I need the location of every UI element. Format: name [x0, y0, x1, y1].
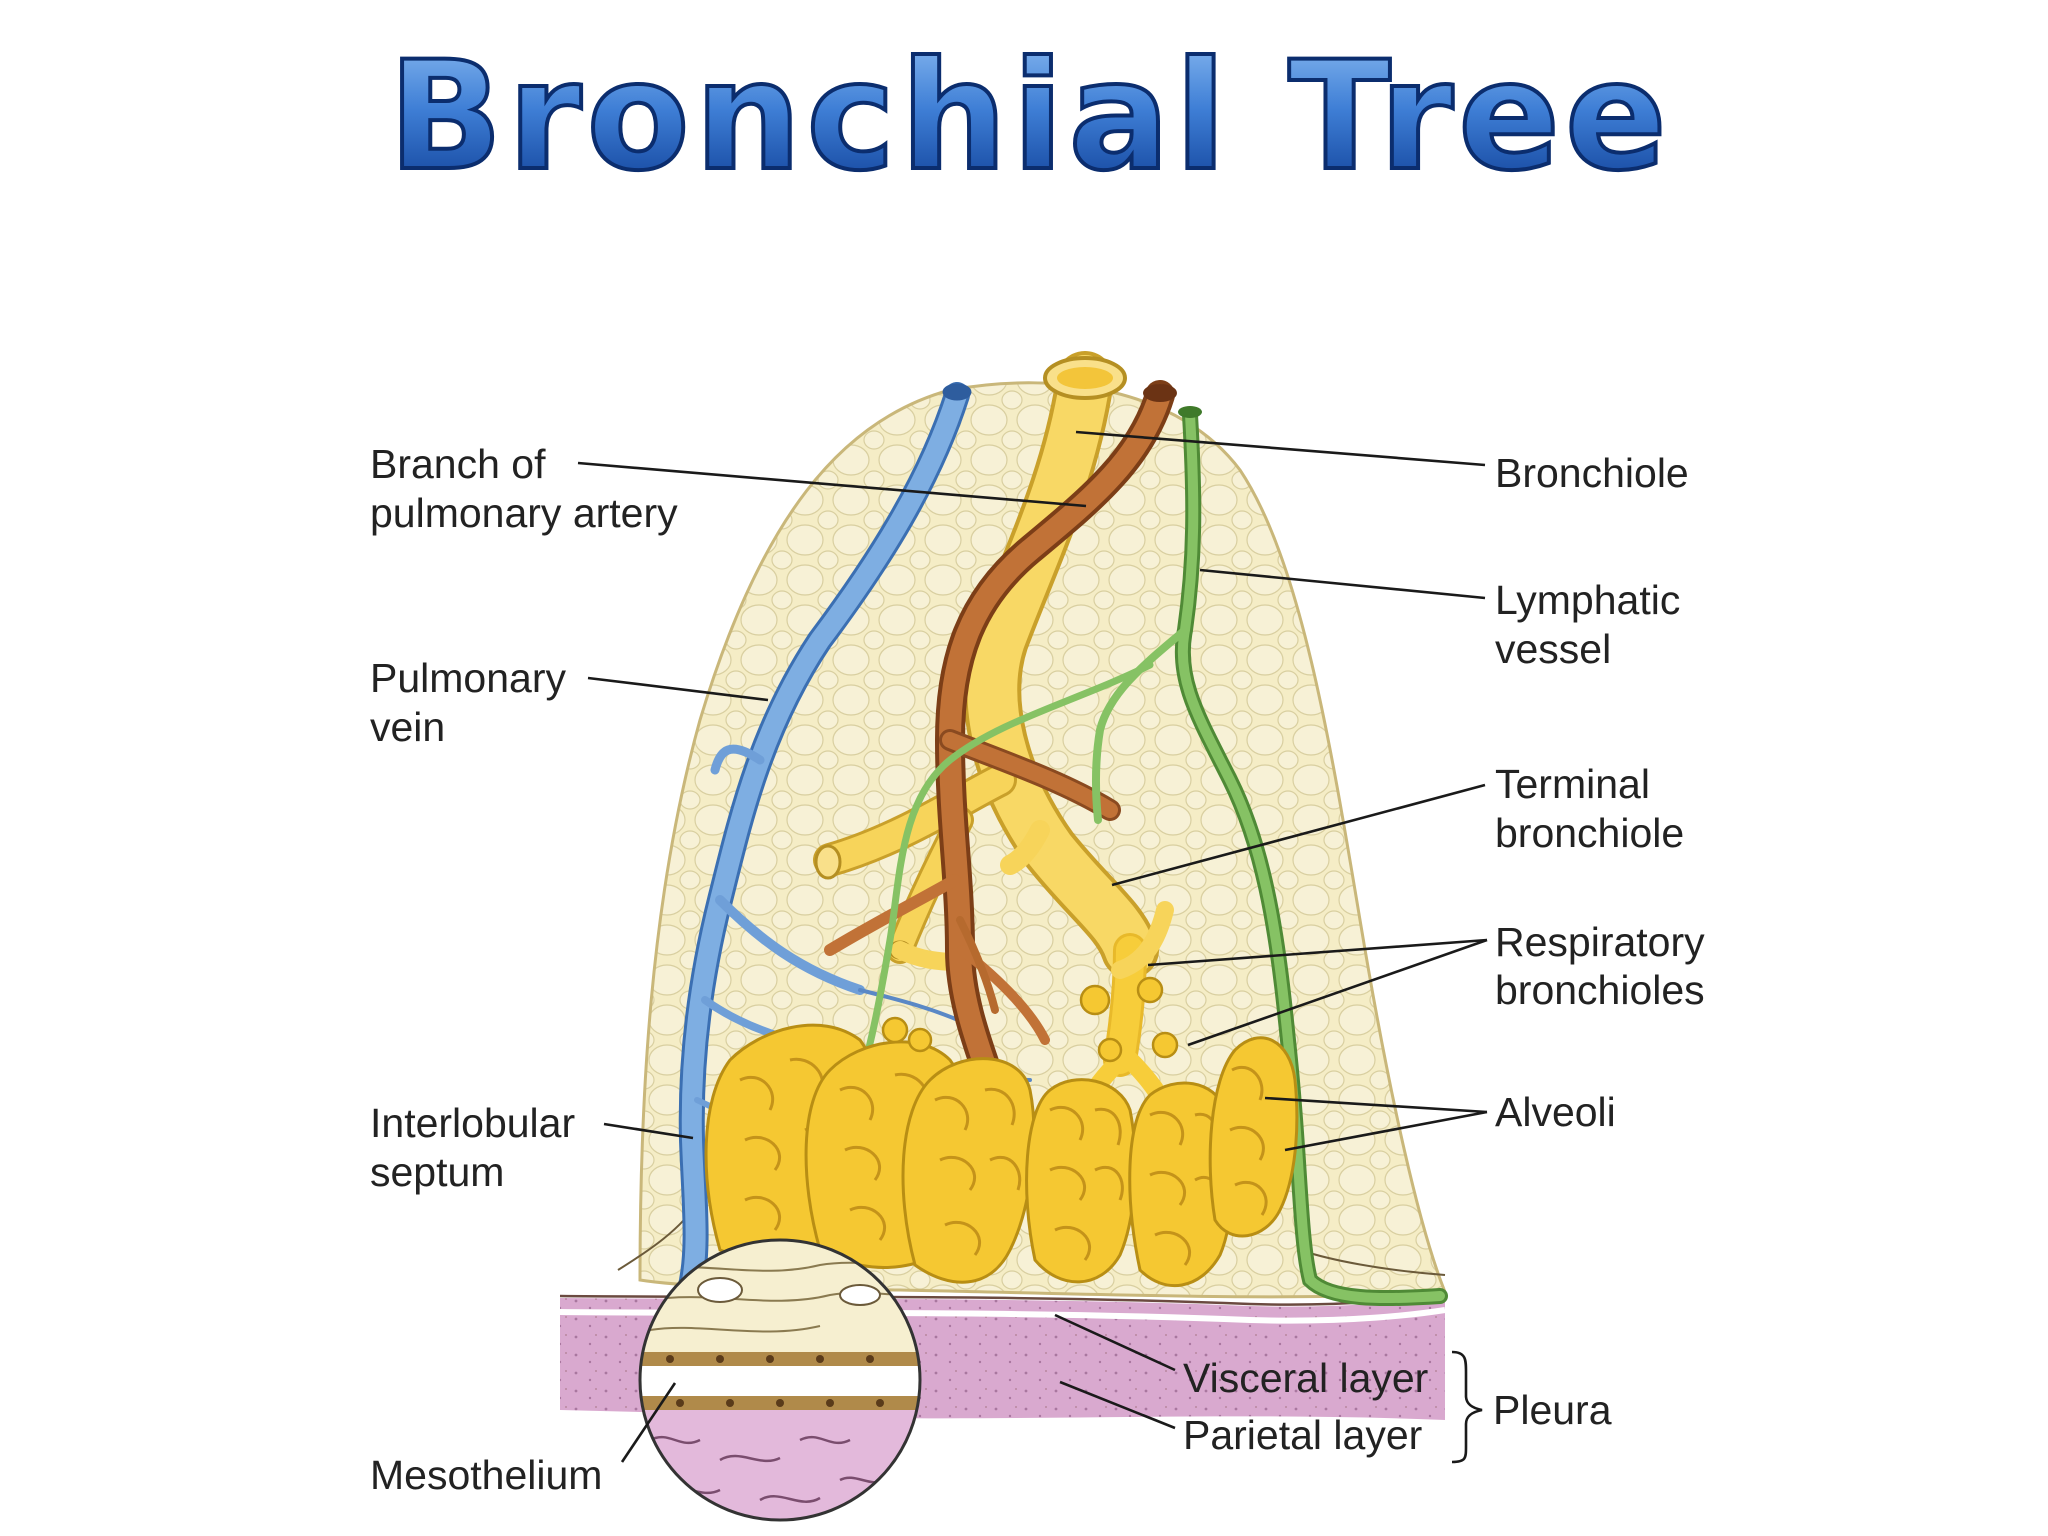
label-bronchiole: Bronchiole: [1495, 450, 1689, 496]
alveolar-sac-6: [1208, 1036, 1299, 1238]
label-interlobular-septum-line1: Interlobular: [370, 1100, 575, 1146]
leader-mesothelium: [620, 1382, 677, 1463]
leader-bronchiole: [1075, 430, 1486, 467]
alveolar-sacs: [704, 976, 1299, 1287]
leader-pulmonary-vein: [587, 676, 769, 702]
labels-right: Bronchiole Lymphatic vessel Terminal bro…: [1183, 450, 1705, 1458]
label-branch-pulmonary-artery-line1: Branch of: [370, 441, 546, 487]
label-pleura: Pleura: [1493, 1387, 1612, 1433]
label-mesothelium: Mesothelium: [370, 1452, 602, 1498]
respiratory-bronchiole-buds: [881, 976, 1179, 1063]
label-terminal-bronchiole-line2: bronchiole: [1495, 810, 1684, 856]
leader-parietal-layer: [1059, 1380, 1176, 1430]
alveolar-sac-4: [1025, 1078, 1137, 1284]
label-pulmonary-vein-line2: vein: [370, 704, 445, 750]
slide-title: Bronchial Tree: [386, 28, 1671, 206]
label-lymphatic-vessel-line2: vessel: [1495, 626, 1611, 672]
leader-alveoli-a: [1264, 1096, 1488, 1114]
alveolar-sac-3: [901, 1057, 1036, 1284]
leader-respiratory-bronchioles-b: [1187, 938, 1488, 1047]
pleura-brace: [1451, 1350, 1483, 1464]
label-branch-pulmonary-artery-line2: pulmonary artery: [370, 490, 678, 536]
leader-visceral-layer: [1054, 1313, 1176, 1372]
lymphatic-vessel: [856, 406, 1448, 1307]
leader-branch-pulmonary-artery: [577, 461, 1087, 508]
label-parietal-layer: Parietal layer: [1183, 1412, 1422, 1458]
label-respiratory-bronchioles-line2: bronchioles: [1495, 967, 1705, 1013]
label-respiratory-bronchioles-line1: Respiratory: [1495, 919, 1705, 965]
label-lymphatic-vessel-line1: Lymphatic: [1495, 577, 1680, 623]
label-alveoli: Alveoli: [1495, 1089, 1616, 1135]
leader-lines: [577, 430, 1488, 1464]
leader-terminal-bronchiole: [1111, 783, 1486, 887]
label-terminal-bronchiole-line1: Terminal: [1495, 761, 1650, 807]
leader-lymphatic-vessel: [1199, 568, 1486, 600]
leader-respiratory-bronchioles-a: [1147, 938, 1488, 967]
title-text: Bronchial Tree: [388, 30, 1671, 204]
leader-interlobular-septum: [603, 1122, 694, 1140]
leader-alveoli-b: [1284, 1110, 1488, 1152]
labels-left: Branch of pulmonary artery Pulmonary vei…: [370, 441, 678, 1498]
label-interlobular-septum-line2: septum: [370, 1149, 504, 1195]
label-pulmonary-vein-line1: Pulmonary: [370, 655, 566, 701]
label-visceral-layer: Visceral layer: [1183, 1355, 1428, 1401]
